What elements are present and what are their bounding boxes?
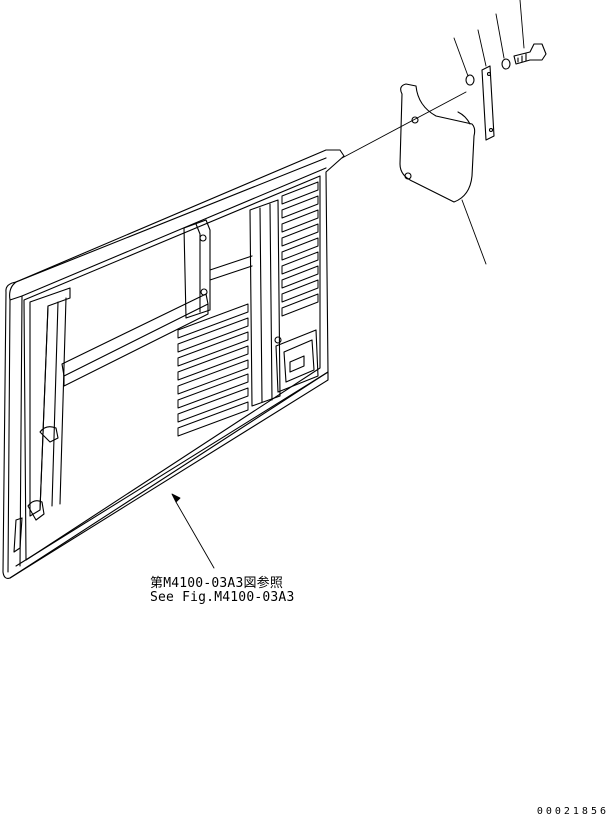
door-left-edge xyxy=(7,295,23,573)
door-panel xyxy=(2,149,345,579)
drawing-number: 00021856 xyxy=(536,806,609,817)
bolt-hole-b xyxy=(200,288,208,296)
louvre-grille-right xyxy=(281,181,319,317)
plate-hole-lower xyxy=(404,172,412,180)
right-bracket xyxy=(249,199,281,407)
leader-bolt xyxy=(519,0,525,49)
left-rail xyxy=(13,287,71,553)
louvre-grille-center xyxy=(177,303,249,437)
reference-label-jp: 第M4100-03A3図参照 xyxy=(150,576,284,591)
rail-clip-lower xyxy=(27,500,45,521)
reference-label-en: See Fig.M4100-03A3 xyxy=(150,590,295,605)
diagonal-brace xyxy=(61,293,209,387)
leader-washer xyxy=(453,37,469,77)
bolt xyxy=(513,43,547,65)
center-bracket xyxy=(183,219,253,319)
leader-strip xyxy=(477,29,487,67)
door-bottom-flange xyxy=(9,371,329,579)
latch-assembly xyxy=(274,329,319,393)
hardware-stack xyxy=(465,43,547,141)
washer xyxy=(465,74,475,86)
spacer-strip xyxy=(481,65,495,141)
leader-lines xyxy=(171,0,525,569)
leader-plate xyxy=(461,199,487,265)
leader-panel-to-plate xyxy=(341,91,467,159)
mounting-plate xyxy=(399,83,476,203)
door-inner-frame xyxy=(23,175,321,561)
plate-hole-upper xyxy=(411,116,419,124)
door-panel-outline xyxy=(2,149,345,579)
rail-clip-upper xyxy=(39,426,59,443)
leader-arrow xyxy=(171,493,181,503)
bolt-hole-a xyxy=(199,234,207,242)
leader-reference xyxy=(175,501,215,569)
lock-washer xyxy=(501,58,511,70)
leader-lockwasher xyxy=(495,13,505,59)
